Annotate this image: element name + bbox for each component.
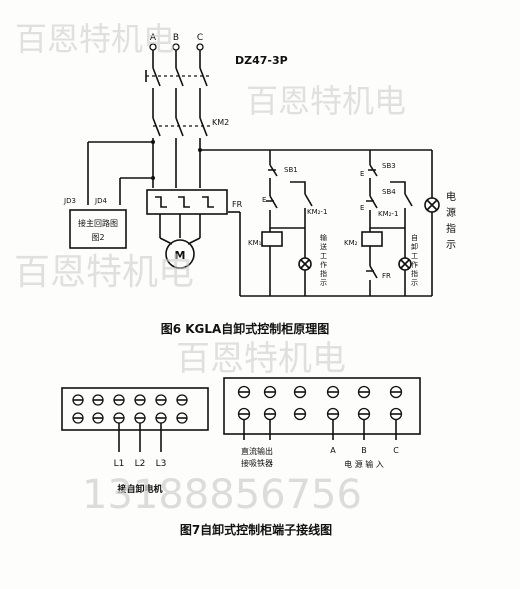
main-circuit-line2: 图2 [91, 233, 104, 242]
svg-text:电: 电 [446, 190, 456, 203]
svg-text:源: 源 [446, 206, 456, 219]
supply-lines [152, 50, 201, 68]
km2-coil [361, 231, 383, 247]
jd4-label: JD4 [94, 197, 107, 205]
junction-jd4 [151, 176, 155, 180]
watermark-middle-left: 百恩特机电 [14, 252, 194, 293]
sb1-switch [268, 164, 278, 177]
left-terminal-block [61, 387, 209, 431]
motor-lead-bends [159, 237, 201, 245]
svg-text:送: 送 [320, 242, 327, 251]
dc-output-line2: 接吸铁器 [241, 458, 273, 468]
left-caption: 接自卸电机 [117, 483, 162, 495]
svg-text:作: 作 [320, 260, 327, 269]
km2-aux-upper [390, 181, 406, 194]
sb1-label: SB1 [284, 166, 298, 174]
watermarks: 百恩特机电 百恩特机电 百恩特机电 百恩特机电 13188856756 [14, 20, 406, 518]
left-terminal-screws [72, 394, 188, 424]
mid-lines [152, 88, 201, 118]
svg-text:示: 示 [411, 279, 418, 287]
dc-output-wires [243, 420, 271, 440]
svg-text:指: 指 [446, 222, 456, 235]
right-terminal-screws [237, 385, 403, 421]
sb4-label: SB4 [382, 188, 396, 196]
thermal-relay [146, 189, 228, 215]
breaker-label: DZ47-3P [235, 54, 288, 67]
watermark-middle-right: 百恩特机电 [176, 339, 346, 379]
breaker-contacts [152, 67, 208, 87]
lamp1-label: 输 送 工 作 指 示 [320, 233, 327, 287]
output-l1-label: L1 [114, 459, 125, 469]
main-circuit-line1: 接主回路图 [78, 218, 118, 228]
svg-text:示: 示 [446, 240, 456, 251]
jd3-label: JD3 [63, 197, 76, 205]
power-lamp-cross [426, 199, 438, 211]
lower-lines [152, 138, 201, 188]
motor-leads [159, 214, 201, 238]
km1-coil [261, 231, 283, 247]
svg-text:自: 自 [411, 233, 418, 242]
sb3-label: SB3 [382, 162, 396, 170]
power-indicator-label: 电 源 指 示 [446, 190, 456, 251]
watermark-top-left: 百恩特机电 [15, 20, 175, 58]
figure-7-terminals: L1 L2 L3 接自卸电机 直流输出 接吸铁器 A B C 电 源 输 入 图… [61, 377, 421, 537]
km1-coil-label: KM₁ [248, 239, 262, 247]
input-b-label: B [361, 446, 367, 455]
km1-aux-contact [304, 193, 313, 207]
lamp1-cross [300, 259, 310, 269]
sb2-switch [266, 195, 278, 209]
power-input-wires [332, 420, 397, 440]
fr-nc-contact [366, 265, 378, 279]
svg-text:工: 工 [411, 252, 418, 260]
km2-aux-contact [404, 193, 413, 207]
lamp2-label: 自 卸 工 作 指 示 [411, 233, 418, 287]
phase-a-label: A [150, 33, 157, 43]
svg-text:指: 指 [320, 269, 327, 278]
contactor-label: KM2 [212, 118, 229, 127]
phase-c-terminal [196, 43, 204, 51]
phase-b-label: B [173, 33, 179, 43]
input-a-label: A [330, 446, 336, 455]
svg-text:输: 输 [320, 233, 327, 242]
fr-contact-label: FR [382, 272, 391, 280]
km2-coil-label: KM₂ [344, 239, 358, 247]
figure-7-caption: 图7自卸式控制柜端子接线图 [180, 522, 332, 537]
figure-6-schematic: A B C DZ47-3P KM2 F [63, 33, 456, 336]
power-input-label: 电 源 输 入 [344, 459, 384, 469]
km1-aux-upper [290, 181, 306, 194]
svg-text:工: 工 [320, 252, 327, 260]
main-circuit-box [69, 209, 127, 249]
km1-contact-label: KM₂-1 [307, 208, 327, 216]
output-l2-label: L2 [135, 459, 146, 469]
thermal-relay-label: FR [232, 200, 243, 209]
svg-text:卸: 卸 [411, 242, 418, 251]
left-output-wires [118, 423, 162, 452]
branch1-lower [269, 210, 305, 229]
dc-output-line1: 直流输出 [241, 446, 273, 456]
output-l3-label: L3 [156, 459, 167, 469]
right-terminal-block [223, 377, 421, 435]
contactor-contacts [152, 117, 208, 137]
thermal-elements [155, 196, 214, 208]
sb3-switch [368, 164, 378, 177]
e1-label: E [262, 196, 266, 204]
lamp2-cross [400, 259, 410, 269]
phase-c-label: C [197, 33, 203, 43]
e2-label: E [360, 170, 364, 178]
figure-6-caption: 图6 KGLA自卸式控制柜原理图 [161, 321, 330, 336]
km2-contact-label: KM₂-1 [378, 210, 398, 218]
e3-label: E [360, 204, 364, 212]
svg-text:指: 指 [411, 269, 418, 278]
watermark-phone: 13188856756 [82, 472, 362, 518]
sb4-switch [366, 195, 378, 209]
motor [165, 239, 195, 269]
watermark-top-right: 百恩特机电 [246, 82, 406, 120]
svg-text:示: 示 [320, 279, 327, 287]
input-c-label: C [393, 446, 399, 455]
motor-label: M [175, 249, 186, 262]
svg-text:作: 作 [411, 260, 418, 269]
